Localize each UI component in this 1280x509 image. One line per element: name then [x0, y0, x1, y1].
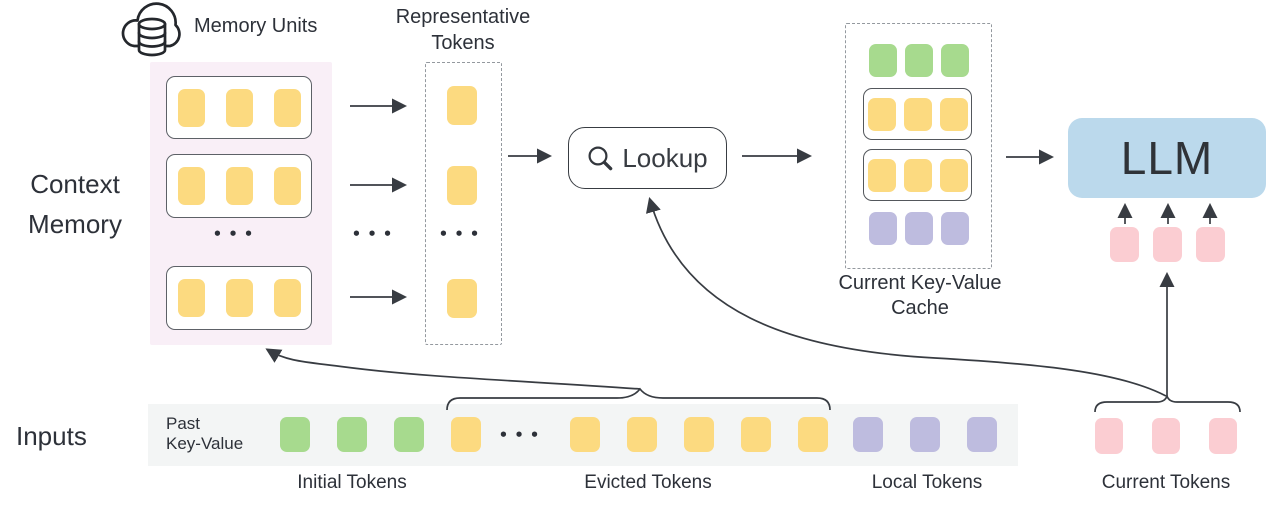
green-token	[868, 44, 897, 77]
pink-token	[1095, 418, 1123, 454]
pink-token	[1209, 418, 1237, 454]
past-kv-line1: Past	[166, 414, 201, 433]
yellow-token	[225, 279, 253, 317]
cache-label-line2: Cache	[891, 297, 949, 319]
representative-token-top	[447, 86, 477, 125]
memory-unit-row-3	[166, 266, 312, 330]
green-token	[940, 44, 969, 77]
current-kv-cache-label: Current Key-Value Cache	[830, 271, 1010, 321]
local-tokens-label: Local Tokens	[871, 472, 983, 493]
yellow-token	[177, 88, 205, 127]
yellow-token	[177, 279, 205, 317]
yellow-token	[225, 88, 253, 127]
evicted-tokens-tail	[570, 417, 828, 452]
pink-token	[1152, 418, 1180, 454]
context-memory-title: Context Memory	[28, 169, 122, 239]
llm-label: LLM	[1120, 132, 1214, 184]
yellow-token	[273, 279, 301, 317]
yellow-token	[451, 417, 481, 452]
pink-token	[1153, 227, 1182, 262]
lookup-label: Lookup	[622, 142, 708, 173]
lookup-button: Lookup	[568, 127, 727, 189]
pink-token	[1196, 227, 1225, 262]
green-token	[904, 44, 933, 77]
yellow-token	[867, 158, 896, 192]
yellow-token	[177, 167, 205, 205]
cache-memory-unit-1	[863, 88, 972, 140]
yellow-token	[447, 166, 477, 205]
yellow-token	[939, 97, 968, 131]
yellow-token	[447, 86, 477, 125]
representative-tokens-label: Representative Tokens	[383, 4, 543, 56]
inputs-title: Inputs	[16, 421, 87, 451]
llm-input-token-row	[1110, 227, 1225, 262]
yellow-token	[684, 417, 714, 452]
purple-token	[910, 417, 940, 452]
green-token	[394, 417, 424, 452]
purple-token	[967, 417, 997, 452]
yellow-token	[939, 158, 968, 192]
evicted-tokens-label: Evicted Tokens	[584, 472, 712, 493]
green-token	[337, 417, 367, 452]
cloud-database-icon	[121, 2, 181, 57]
purple-token	[868, 212, 897, 245]
purple-token	[940, 212, 969, 245]
representative-label-line2: Tokens	[431, 32, 495, 54]
cache-label-line1: Current Key-Value	[838, 272, 1002, 294]
curve-evicted-to-context-memory	[265, 348, 641, 390]
representative-token-bottom	[447, 279, 477, 318]
past-key-value-label: Past Key-Value	[166, 414, 243, 454]
memory-units-label: Memory Units	[194, 15, 318, 37]
yellow-token	[273, 167, 301, 205]
cache-memory-unit-2	[863, 149, 972, 201]
past-kv-line2: Key-Value	[166, 434, 244, 453]
cache-local-token-row	[846, 212, 991, 245]
yellow-token	[447, 279, 477, 318]
representative-label-line1: Representative	[395, 6, 531, 28]
purple-token	[853, 417, 883, 452]
brace-current-tokens	[1094, 393, 1241, 413]
past-kv-strip: Past Key-Value •••	[148, 404, 1018, 466]
search-icon	[588, 146, 613, 171]
yellow-token	[903, 97, 932, 131]
yellow-token	[867, 97, 896, 131]
memory-unit-row-2	[166, 154, 312, 218]
initial-tokens-label: Initial Tokens	[297, 472, 407, 493]
yellow-token	[741, 417, 771, 452]
yellow-token	[798, 417, 828, 452]
current-tokens-group	[1095, 418, 1237, 454]
representative-token-mid	[447, 166, 477, 205]
pink-token	[1110, 227, 1139, 262]
ellipsis-strip: •••	[498, 426, 546, 444]
ellipsis-between-memory-and-representative: •••	[351, 225, 399, 243]
current-tokens-label: Current Tokens	[1101, 472, 1231, 493]
yellow-token	[627, 417, 657, 452]
yellow-token	[903, 158, 932, 192]
memory-unit-row-1	[166, 76, 312, 139]
yellow-token	[273, 88, 301, 127]
yellow-token	[225, 167, 253, 205]
initial-tokens-group	[280, 417, 424, 452]
ellipsis-memory: •••	[212, 225, 260, 243]
local-tokens-group	[853, 417, 997, 452]
llm-box: LLM	[1068, 118, 1266, 198]
green-token	[280, 417, 310, 452]
yellow-token	[570, 417, 600, 452]
cache-initial-token-row	[846, 44, 991, 77]
representative-tokens-box	[425, 62, 502, 345]
current-kv-cache-box	[845, 23, 992, 269]
evicted-tokens-head	[451, 417, 481, 452]
ellipsis-representative: •••	[438, 225, 486, 243]
purple-token	[904, 212, 933, 245]
